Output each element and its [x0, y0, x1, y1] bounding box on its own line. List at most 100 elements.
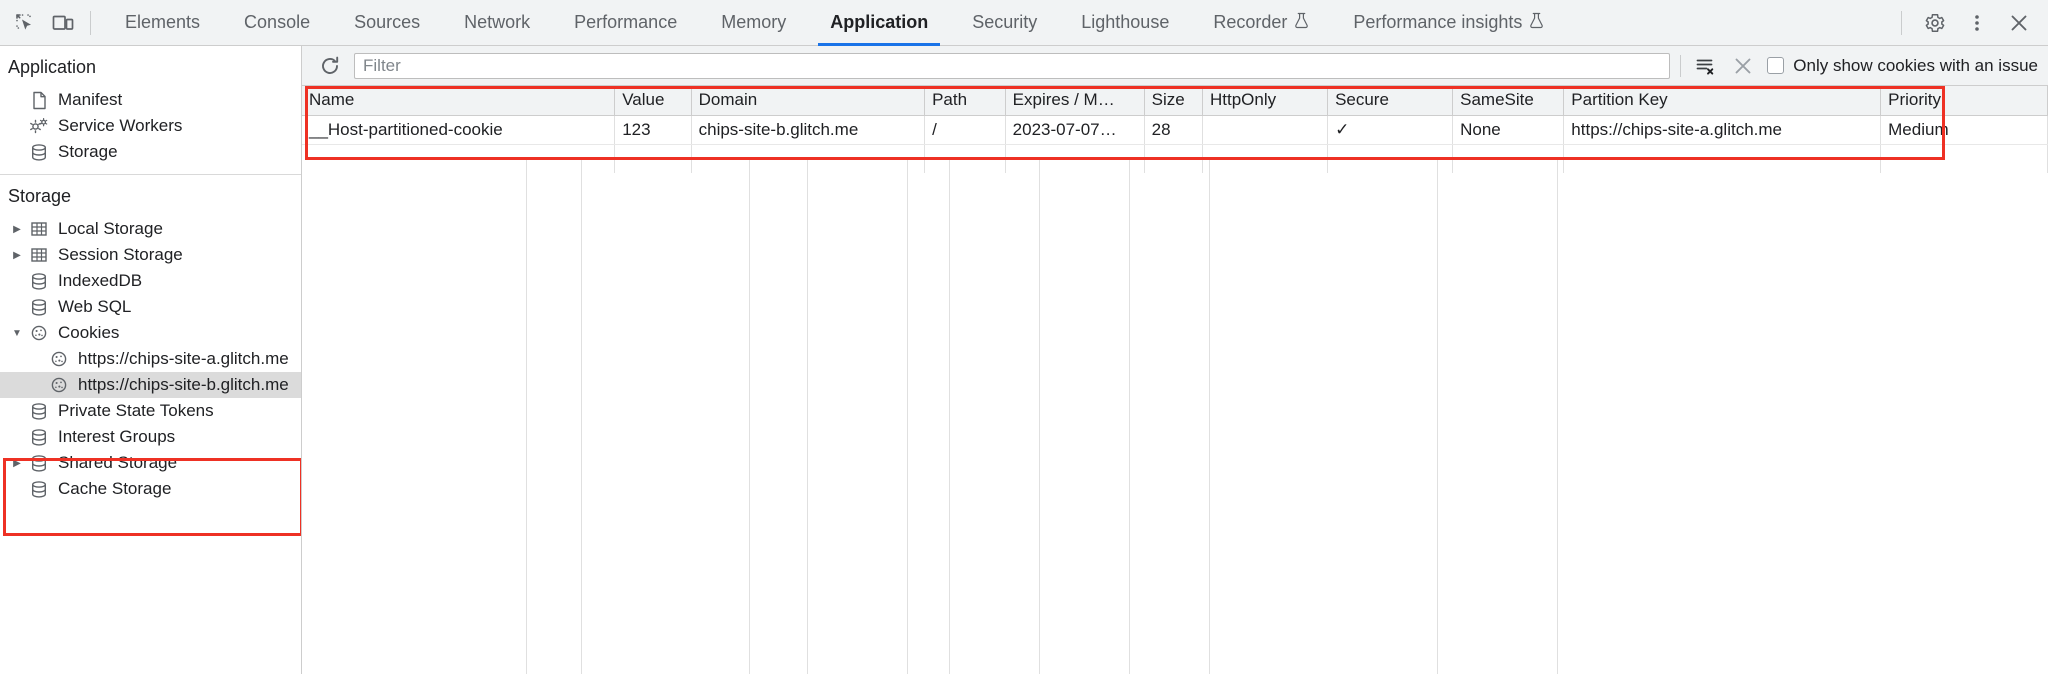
more-vertical-icon[interactable] — [1958, 4, 1996, 42]
sidebar-item-web-sql[interactable]: Web SQL — [0, 294, 301, 320]
sidebar-item-label: Interest Groups — [58, 427, 176, 446]
cookies-filter-toolbar: Filter Only show cookies with an issue — [302, 46, 2048, 86]
sidebar-item-private-state-tokens[interactable]: Private State Tokens — [0, 398, 301, 424]
sidebar-item-local-storage[interactable]: ▶ Local Storage — [0, 216, 301, 242]
filler-cell — [614, 144, 692, 173]
tab-label: Elements — [125, 12, 201, 32]
sidebar-item-indexeddb[interactable]: IndexedDB — [0, 268, 301, 294]
tab-label: Memory — [721, 12, 787, 32]
cell-priority[interactable]: Medium — [1880, 115, 2048, 145]
close-icon[interactable] — [2000, 4, 2038, 42]
toolbar-divider — [1901, 10, 1902, 35]
column-header-secure[interactable]: Secure — [1327, 86, 1454, 116]
tab-elements[interactable]: Elements — [103, 0, 222, 46]
chevron-right-icon[interactable]: ▶ — [13, 249, 21, 261]
column-header-domain[interactable]: Domain — [691, 86, 926, 116]
tab-application[interactable]: Application — [808, 0, 950, 46]
filler-cell — [1144, 144, 1204, 173]
filter-input[interactable]: Filter — [354, 52, 1671, 79]
database-icon — [26, 480, 52, 499]
sidebar-item-manifest[interactable]: Manifest — [0, 87, 301, 113]
sidebar-item-cookies-site-a[interactable]: https://chips-site-a.glitch.me — [0, 346, 301, 372]
cell-path[interactable]: / — [924, 115, 1006, 145]
cookie-icon — [26, 324, 52, 342]
tab-performance-insights[interactable]: Performance insights — [1331, 0, 1566, 46]
cell-httponly[interactable] — [1202, 115, 1329, 145]
gear-icon[interactable] — [1916, 4, 1954, 42]
sidebar-item-service-workers[interactable]: Service Workers — [0, 113, 301, 139]
cookie-icon — [46, 350, 72, 368]
column-header-expires[interactable]: Expires / M… — [1005, 86, 1145, 116]
sidebar-item-storage[interactable]: Storage — [0, 139, 301, 165]
tab-lighthouse[interactable]: Lighthouse — [1059, 0, 1191, 46]
tab-sources[interactable]: Sources — [332, 0, 442, 46]
inspect-cursor-icon[interactable] — [6, 4, 44, 42]
column-header-path[interactable]: Path — [924, 86, 1006, 116]
cookies-table-area: Name Value Domain Path Expires / M… Size… — [302, 86, 2048, 674]
table-grid-icon — [26, 246, 52, 264]
sidebar-item-label: Manifest — [58, 90, 123, 109]
sidebar-item-label: Shared Storage — [58, 453, 178, 472]
cell-samesite[interactable]: None — [1452, 115, 1565, 145]
sidebar-item-cache-storage[interactable]: Cache Storage — [0, 476, 301, 502]
column-header-partition-key[interactable]: Partition Key — [1563, 86, 1882, 116]
sidebar-item-cookies-site-b[interactable]: https://chips-site-b.glitch.me — [0, 372, 301, 398]
sidebar-item-session-storage[interactable]: ▶ Session Storage — [0, 242, 301, 268]
sidebar-item-label: Private State Tokens — [58, 401, 214, 420]
cell-name[interactable]: __Host-partitioned-cookie — [302, 115, 616, 145]
cell-secure[interactable]: ✓ — [1327, 115, 1454, 145]
tab-label: Security — [972, 12, 1038, 32]
clear-all-cookies-icon[interactable] — [1729, 52, 1757, 80]
tab-label: Performance insights — [1353, 12, 1523, 32]
toolbar-divider — [90, 10, 91, 35]
cell-size[interactable]: 28 — [1144, 115, 1204, 145]
chevron-right-icon[interactable]: ▶ — [13, 223, 21, 235]
cell-expires[interactable]: 2023-07-07… — [1005, 115, 1145, 145]
tab-label: Network — [464, 12, 531, 32]
service-workers-gear-icon — [26, 117, 52, 136]
sidebar-section-title-storage: Storage — [8, 186, 72, 206]
cookies-panel: Filter Only show cookies with an issue — [302, 46, 2048, 674]
sidebar-item-label: Web SQL — [58, 297, 132, 316]
tab-label: Sources — [354, 12, 421, 32]
tab-memory[interactable]: Memory — [699, 0, 808, 46]
tab-performance[interactable]: Performance — [552, 0, 699, 46]
column-header-value[interactable]: Value — [614, 86, 692, 116]
table-header-row: Name Value Domain Path Expires / M… Size… — [302, 86, 2048, 116]
device-toolbar-icon[interactable] — [44, 4, 82, 42]
tab-network[interactable]: Network — [442, 0, 552, 46]
chevron-right-icon[interactable]: ▶ — [13, 457, 21, 469]
filler-cell — [1563, 144, 1882, 173]
database-icon — [26, 143, 52, 162]
filler-cell — [1880, 144, 2048, 173]
chevron-down-icon[interactable]: ▼ — [12, 327, 22, 339]
checkbox-box[interactable] — [1767, 57, 1785, 74]
cell-partition-key[interactable]: https://chips-site-a.glitch.me — [1563, 115, 1882, 145]
sidebar-item-interest-groups[interactable]: Interest Groups — [0, 424, 301, 450]
refresh-icon[interactable] — [316, 52, 344, 80]
devtools-tab-bar: Elements Console Sources Network Perform… — [0, 0, 2048, 46]
column-header-size[interactable]: Size — [1144, 86, 1204, 116]
filler-cell — [691, 144, 926, 173]
column-header-priority[interactable]: Priority — [1880, 86, 2048, 116]
sidebar-item-shared-storage[interactable]: ▶ Shared Storage — [0, 450, 301, 476]
cell-value[interactable]: 123 — [614, 115, 692, 145]
clear-list-icon[interactable] — [1691, 52, 1719, 80]
tab-label: Lighthouse — [1081, 12, 1170, 32]
only-show-issues-checkbox[interactable]: Only show cookies with an issue — [1767, 56, 2038, 76]
database-icon — [26, 402, 52, 421]
column-header-httponly[interactable]: HttpOnly — [1202, 86, 1329, 116]
tab-security[interactable]: Security — [950, 0, 1059, 46]
column-header-name[interactable]: Name — [302, 86, 616, 116]
sidebar-item-cookies[interactable]: ▼ Cookies — [0, 320, 301, 346]
sidebar-item-label: Local Storage — [58, 219, 163, 238]
cell-domain[interactable]: chips-site-b.glitch.me — [691, 115, 926, 145]
table-row[interactable]: __Host-partitioned-cookie 123 chips-site… — [302, 115, 2048, 145]
column-header-samesite[interactable]: SameSite — [1452, 86, 1565, 116]
sidebar-item-label: Cache Storage — [58, 479, 172, 498]
table-grid-icon — [26, 220, 52, 238]
tab-console[interactable]: Console — [222, 0, 332, 46]
tab-recorder[interactable]: Recorder — [1191, 0, 1331, 46]
sidebar-item-label: IndexedDB — [58, 271, 143, 290]
tab-label: Performance — [574, 12, 678, 32]
